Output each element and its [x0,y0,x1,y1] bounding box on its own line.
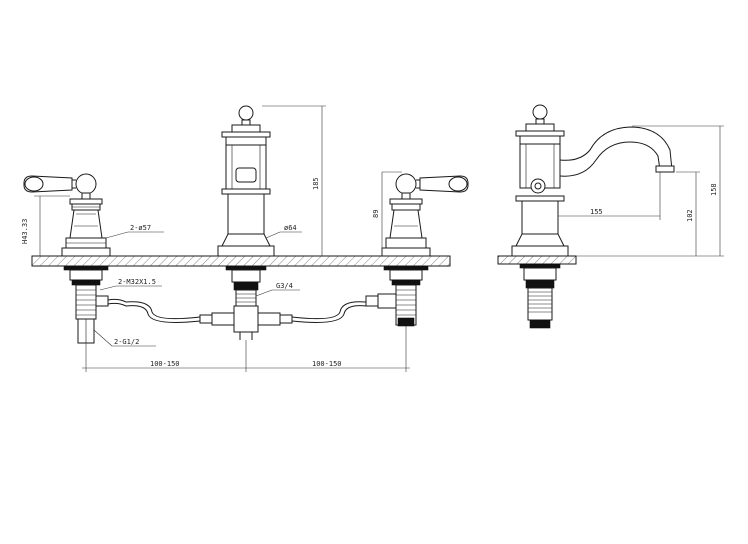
label-dia-spout: ø64 [284,224,297,232]
front-dimensions: H43.33 2-ø57 2-M32X1.5 2-G1/2 G3/4 ø64 [21,105,410,372]
label-h-right-valve: 89 [372,210,380,218]
label-side-total-h: 158 [710,183,718,196]
label-side-reach: 155 [590,208,603,216]
side-view: 155 102 158 [497,104,724,329]
label-outlet-thread: G3/4 [276,282,293,290]
right-valve [365,173,469,327]
label-dia-escutcheon: 2-ø57 [130,224,151,232]
countertop [31,255,451,267]
label-inlet-valve: 2-G1/2 [114,338,139,346]
side-dimensions: 155 102 158 [558,125,724,257]
front-view: H43.33 2-ø57 2-M32X1.5 2-G1/2 G3/4 ø64 [21,105,469,372]
label-dim-right-spacing: 100-150 [312,360,342,368]
left-valve [23,173,127,344]
center-spout [199,105,293,340]
label-side-outlet-h: 102 [686,209,694,222]
flex-hoses [125,301,367,323]
label-dim-left-spacing: 100-150 [150,360,180,368]
label-thread-valve: 2-M32X1.5 [118,278,156,286]
label-h-left-valve: H43.33 [21,219,29,244]
label-h-spout-total: 185 [312,177,320,190]
